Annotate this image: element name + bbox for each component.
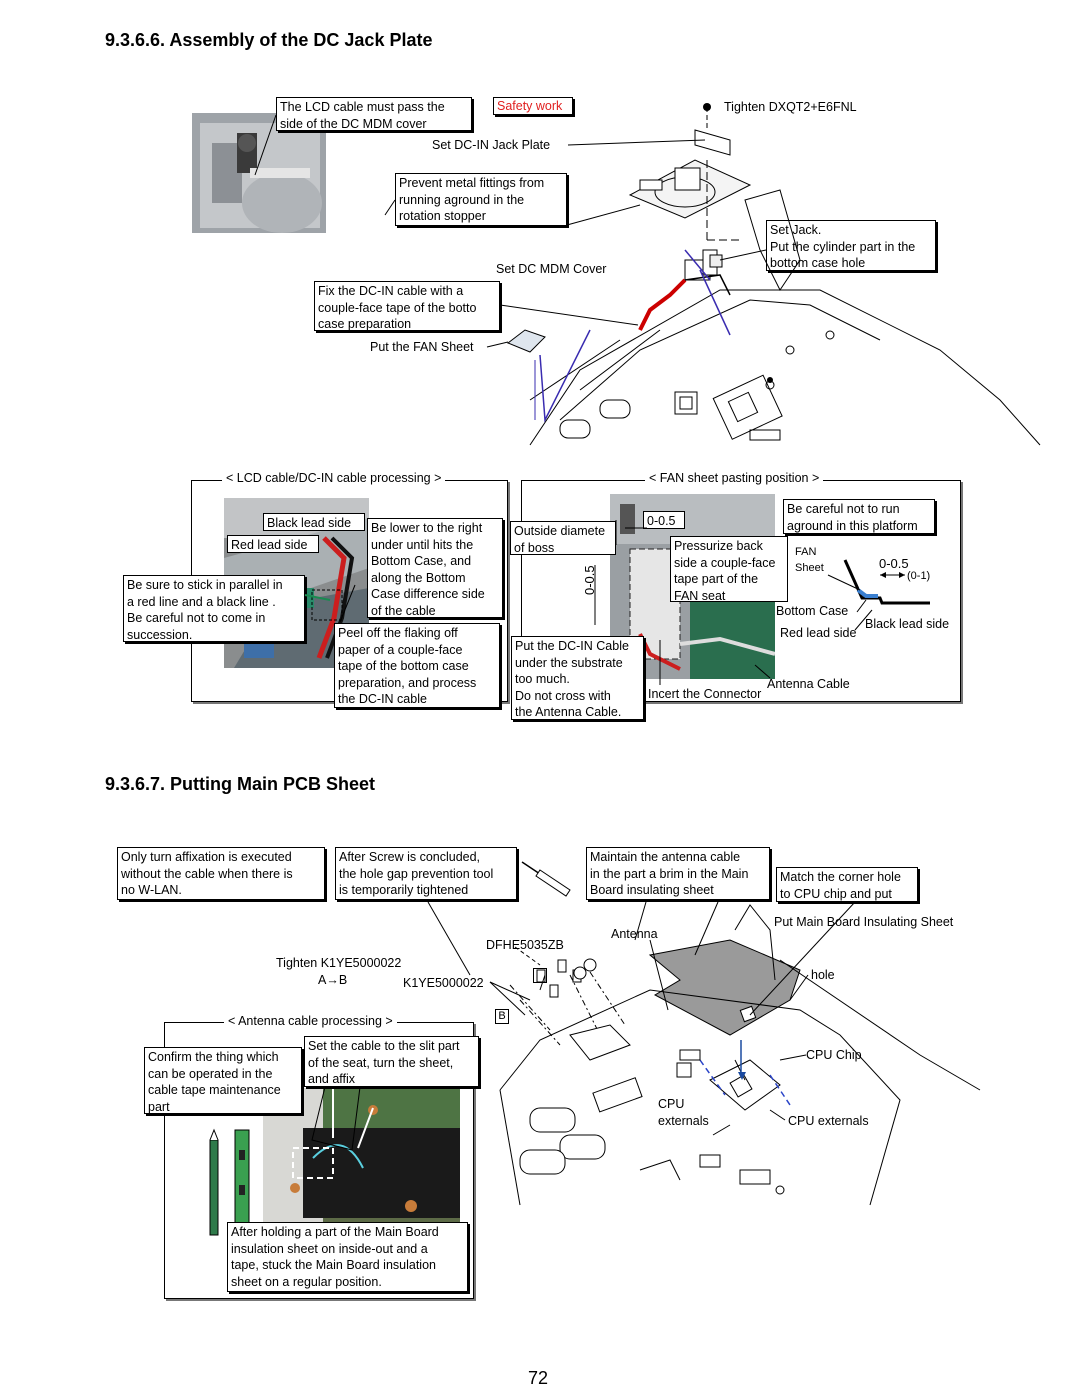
black-lead-label: Black lead side	[263, 513, 365, 531]
match-note: Match the corner hole to CPU chip and pu…	[776, 867, 918, 902]
set-jack-plate-label: Set DC-IN Jack Plate	[432, 138, 551, 152]
put-fan-sheet-label: Put the FAN Sheet	[370, 340, 474, 354]
k1ye-label: K1YE5000022	[403, 976, 484, 990]
fix-cable-note: Fix the DC-IN cable with a couple-face t…	[314, 281, 500, 331]
dim-right: 0-0.5	[879, 556, 909, 571]
section1-leader-lines	[254, 114, 767, 423]
fan-position-title: < FAN sheet pasting position >	[645, 471, 824, 485]
section2-leader-lines	[427, 901, 856, 1061]
dim-top: 0-0.5	[643, 511, 685, 529]
put-dc-cable-note: Put the DC-IN Cable under the substrate …	[511, 636, 644, 720]
antenna-cable-label: Antenna Cable	[767, 677, 850, 691]
safety-work-label: Safety work	[493, 97, 573, 115]
fan-cross-section	[594, 520, 930, 685]
page-number: 72	[528, 1368, 549, 1388]
cpu-externals-left-label: CPU externals	[658, 1097, 709, 1128]
red-lead-label: Red lead side	[227, 535, 319, 553]
antenna-processing-title: < Antenna cable processing >	[224, 1014, 397, 1028]
lower-note: Be lower to the right under until hits t…	[367, 518, 503, 618]
cpu-externals-right-label: CPU externals	[788, 1114, 869, 1128]
dc-jack-plate-drawing	[529, 103, 1041, 446]
lcd-processing-leaders	[304, 584, 356, 623]
screw-note: After Screw is concluded, the hole gap p…	[335, 847, 517, 900]
antenna-processing-title-text: Antenna cable processing	[238, 1014, 382, 1028]
bottom-case-label: Bottom Case	[776, 604, 849, 618]
a-to-b-label: A→B	[318, 973, 348, 987]
antenna-module-drawing	[209, 1128, 250, 1236]
red-lead-side-label: Red lead side	[780, 626, 857, 640]
hole-label: hole	[811, 968, 835, 982]
lcd-cable-photo	[192, 113, 326, 233]
tighten-screw-label: Tighten DXQT2+E6FNL	[724, 100, 857, 114]
set-jack-note: Set Jack. Put the cylinder part in the b…	[766, 220, 936, 271]
peel-note: Peel off the flaking off paper of a coup…	[334, 623, 500, 708]
affixation-note: Only turn affixation is executed without…	[117, 847, 325, 900]
pressurize-note: Pressurize back side a couple-face tape …	[670, 536, 788, 603]
confirm-note: Confirm the thing which can be operated …	[144, 1047, 302, 1114]
careful-note: Be careful not to run aground in this pl…	[783, 499, 935, 534]
lcd-processing-title: < LCD cable/DC-IN cable processing >	[222, 471, 446, 485]
maintain-note: Maintain the antenna cable in the part a…	[586, 847, 770, 900]
fan-position-title-text: FAN sheet pasting position	[659, 471, 809, 485]
safety-work-text: Safety work	[497, 99, 563, 113]
incert-connector-label: Incert the Connector	[648, 687, 762, 701]
section-title-dc-jack: 9.3.6.6. Assembly of the DC Jack Plate	[105, 30, 433, 50]
set-mdm-cover-label: Set DC MDM Cover	[496, 262, 607, 276]
sheet-label: Sheet	[795, 562, 824, 574]
antenna-processing-leaders	[311, 1086, 361, 1151]
antenna-label: Antenna	[611, 927, 658, 941]
dim-right-sub: (0-1)	[907, 570, 931, 582]
dfhe-label: DFHE5035ZB	[486, 938, 564, 952]
lcd-processing-title-text: LCD cable/DC-IN cable processing	[236, 471, 431, 485]
section-title-main-pcb: 9.3.6.7. Putting Main PCB Sheet	[105, 774, 376, 794]
parallel-note: Be sure to stick in parallel in a red li…	[123, 575, 305, 642]
slit-note: Set the cable to the slit part of the se…	[304, 1036, 479, 1087]
tighten-k1ye-label: Tighten K1YE5000022	[276, 956, 402, 970]
main-board-drawing	[499, 861, 981, 1206]
put-sheet-label: Put Main Board Insulating Sheet	[774, 915, 954, 929]
prevent-note: Prevent metal fittings from running agro…	[395, 173, 567, 226]
tag-b: B	[495, 1009, 509, 1024]
after-note: After holding a part of the Main Board i…	[227, 1222, 468, 1292]
black-lead-side-label: Black lead side	[865, 617, 950, 631]
lcd-cable-note: The LCD cable must pass the side of the …	[276, 97, 472, 131]
fan-label: FAN	[795, 546, 817, 558]
outside-diameter-note: Outside diamete of boss	[510, 521, 616, 555]
